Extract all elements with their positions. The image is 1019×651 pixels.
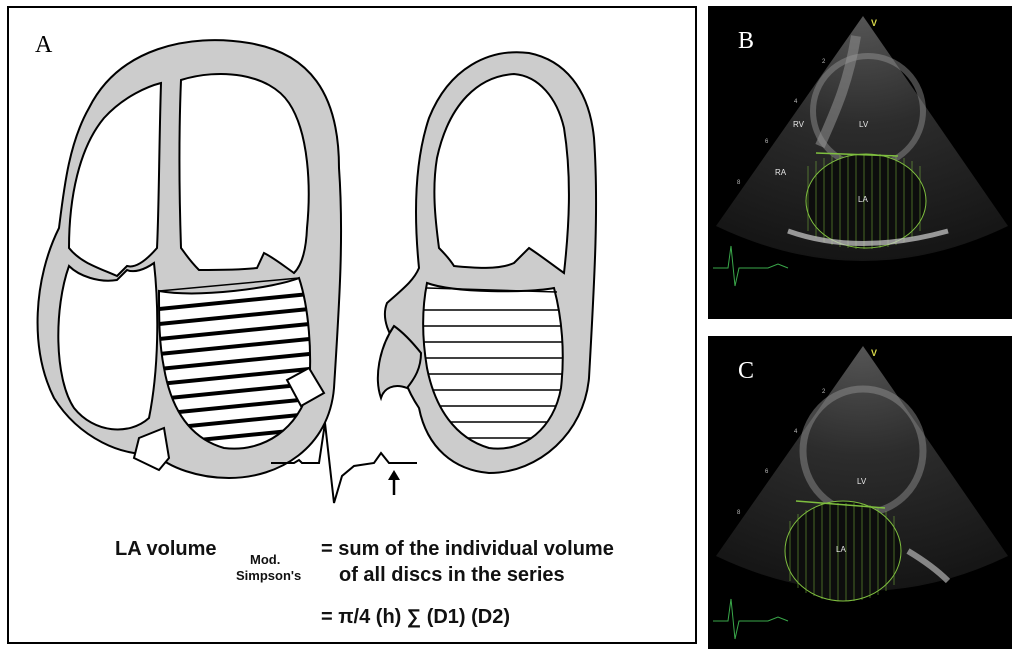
formula-line-2: of all discs in the series xyxy=(339,564,565,587)
formula-subscript-mod: Mod. xyxy=(250,552,280,567)
sector-marker-v-c: V xyxy=(871,348,877,358)
right-atrium-cavity xyxy=(58,263,157,429)
formula-lhs: LA volume xyxy=(115,538,217,561)
label-rv: RV xyxy=(793,120,804,129)
formula-subscript-simpsons: Simpson's xyxy=(236,568,301,583)
ecg-strip-c xyxy=(713,599,788,639)
panel-letter-a: A xyxy=(35,32,52,59)
panel-letter-b: B xyxy=(738,28,754,55)
formula-line-3: = π/4 (h) ∑ (D1) (D2) xyxy=(321,606,510,629)
label-la-c: LA xyxy=(836,545,846,554)
four-chamber-heart xyxy=(38,40,342,478)
depth-tick-8: 8 xyxy=(737,180,740,186)
label-lv-c: LV xyxy=(857,477,866,486)
sector-marker-v: V xyxy=(871,18,877,28)
ecg-strip-b xyxy=(713,246,788,286)
panel-a-diagram: A LA volume Mod. Simpson's = sum of the … xyxy=(7,6,697,644)
right-ventricle-cavity xyxy=(69,83,161,276)
two-chamber-heart xyxy=(378,52,596,473)
panel-c-echo-image: C V LV LA 2 4 6 8 xyxy=(708,336,1012,649)
depth-tick-4: 4 xyxy=(794,99,797,105)
depth-tick-8-c: 8 xyxy=(737,510,740,516)
label-lv: LV xyxy=(859,120,868,129)
panel-letter-c: C xyxy=(738,358,754,385)
arrow-icon xyxy=(388,470,400,495)
depth-tick-2-c: 2 xyxy=(822,389,825,395)
panel-b-echo-image: B V RV LV RA LA 2 4 6 8 xyxy=(708,6,1012,319)
depth-tick-4-c: 4 xyxy=(794,429,797,435)
depth-tick-6-c: 6 xyxy=(765,469,768,475)
depth-tick-6: 6 xyxy=(765,139,768,145)
depth-tick-2: 2 xyxy=(822,59,825,65)
formula-line-1: = sum of the individual volume xyxy=(321,538,614,561)
left-ventricle-cavity xyxy=(180,74,309,273)
label-ra: RA xyxy=(775,168,786,177)
label-la: LA xyxy=(858,195,868,204)
